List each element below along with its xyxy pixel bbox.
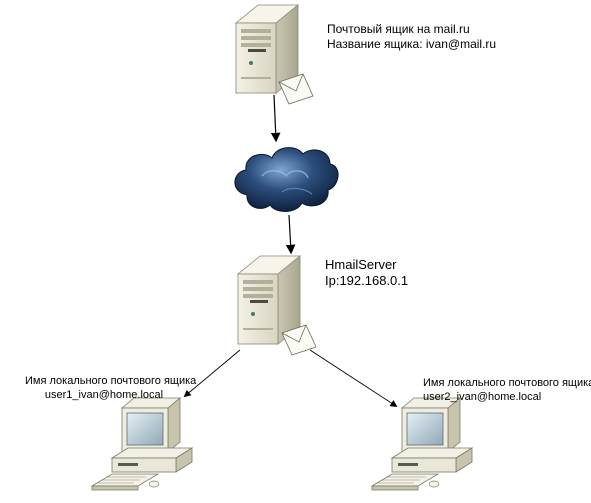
client-right-label: Имя локального почтового ящика user2_iva… bbox=[423, 377, 591, 405]
arrow-hmail-to-client-right bbox=[309, 349, 398, 407]
client-right-caption: Имя локального почтового ящика bbox=[423, 377, 591, 389]
client-left-label: Имя локального почтового ящика user1_iva… bbox=[25, 375, 197, 403]
hmail-server-ip: Ip:192.168.0.1 bbox=[325, 273, 409, 289]
hmail-server-label: HmailServer Ip:192.168.0.1 bbox=[325, 257, 408, 290]
computer-icon-left bbox=[91, 397, 193, 491]
arrow-mail-to-cloud bbox=[270, 94, 281, 143]
cloud-icon bbox=[234, 147, 339, 212]
computer-icon-right bbox=[371, 397, 473, 491]
client-left-caption: Имя локального почтового ящика bbox=[25, 375, 197, 387]
mail-server-mailbox: Название ящика: ivan@mail.ru bbox=[327, 37, 497, 51]
client-left-mailbox: user1_ivan@home.local bbox=[44, 388, 164, 401]
mail-server-label: Почтовый ящик на mail.ru Название ящика:… bbox=[327, 22, 496, 52]
client-right-mailbox: user2_ivan@home.local bbox=[423, 390, 542, 403]
arrow-hmail-to-client-left bbox=[183, 349, 241, 398]
mail-server-title: Почтовый ящик на mail.ru bbox=[327, 22, 470, 36]
hmail-server-title: HmailServer bbox=[325, 257, 397, 272]
arrow-cloud-to-hmail bbox=[285, 214, 296, 255]
